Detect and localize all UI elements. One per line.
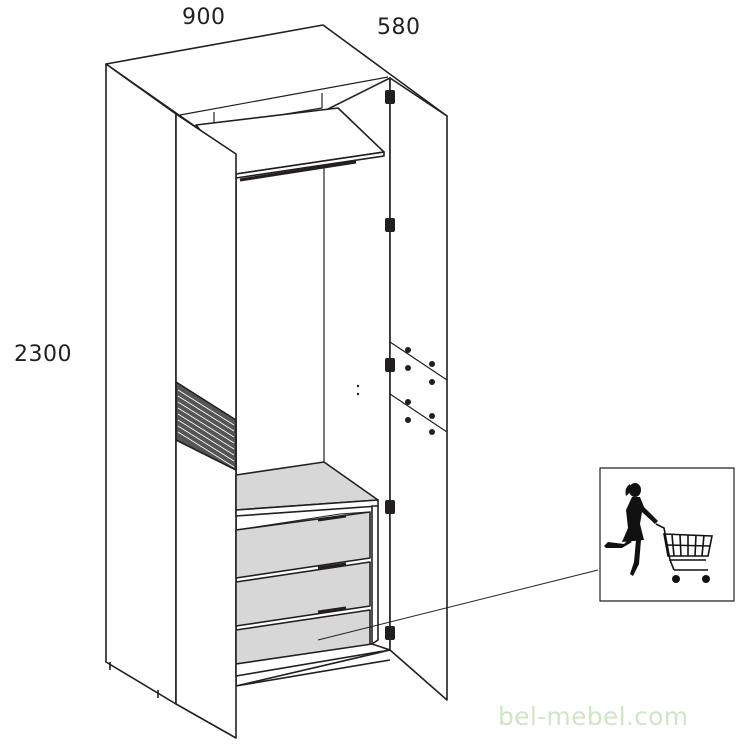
- leader-line: [317, 569, 599, 641]
- right-door: [389, 77, 448, 701]
- site-watermark: bel-mebel.com: [498, 702, 689, 731]
- cabinet-left-side: [105, 63, 177, 705]
- width-dimension-label: 900: [182, 5, 226, 30]
- door-hinges: [385, 90, 395, 640]
- door-mount-holes: [405, 347, 435, 435]
- height-dimension-label: 2300: [14, 342, 72, 367]
- hanging-rail: [239, 160, 357, 182]
- depth-dimension-label: 580: [377, 15, 421, 40]
- shopper-with-cart-icon: [604, 483, 713, 583]
